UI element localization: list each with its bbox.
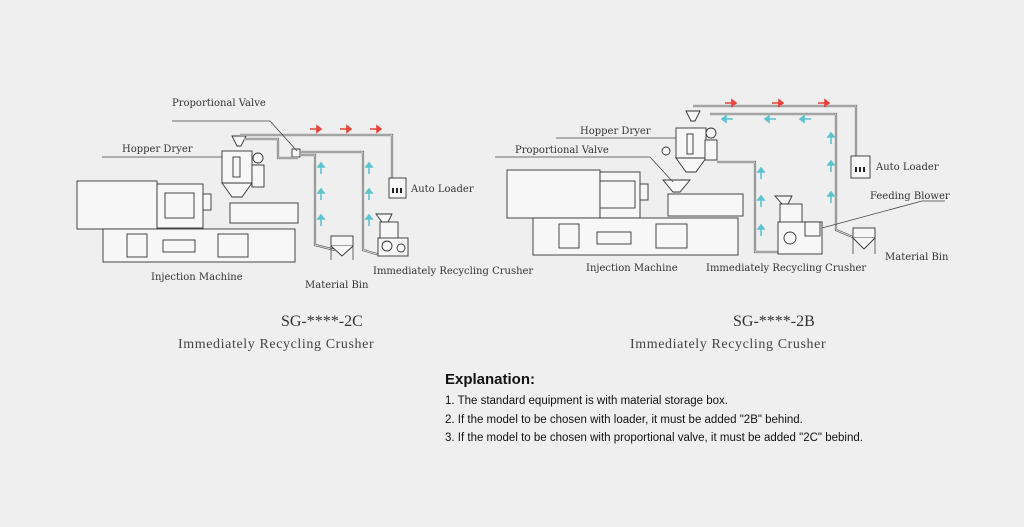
explanation-title: Explanation: bbox=[445, 371, 536, 388]
flow-arrow-icon bbox=[799, 115, 812, 123]
material-bin bbox=[852, 227, 876, 254]
flow-arrow-icon bbox=[309, 125, 322, 133]
subtitle-left: Immediately Recycling Crusher bbox=[178, 337, 375, 352]
label-proportional-valve: Proportional Valve bbox=[515, 145, 609, 156]
model-right: SG-****-2B bbox=[733, 313, 815, 330]
explanation: Explanation: 1. The standard equipment i… bbox=[445, 371, 863, 448]
flow-arrow-icon bbox=[757, 224, 765, 237]
label-proportional-valve: Proportional Valve bbox=[172, 98, 266, 109]
flow-arrow-icon bbox=[365, 188, 373, 201]
label-hopper-dryer: Hopper Dryer bbox=[580, 126, 651, 137]
feeding-blower bbox=[804, 221, 821, 237]
subtitle-right: Immediately Recycling Crusher bbox=[630, 337, 827, 352]
flow-arrow-icon bbox=[317, 214, 325, 227]
label-hopper-dryer: Hopper Dryer bbox=[122, 144, 193, 155]
auto-loader bbox=[388, 177, 407, 199]
flow-arrow-icon bbox=[757, 195, 765, 208]
explanation-item: 3. If the model to be chosen with propor… bbox=[445, 432, 863, 444]
flow-arrow-icon bbox=[317, 162, 325, 175]
label-material-bin: Material Bin bbox=[305, 280, 369, 291]
flow-arrow-icon bbox=[757, 167, 765, 180]
left-diagram: Proportional Valve Hopper Dryer Auto Loa… bbox=[76, 98, 533, 291]
auto-loader bbox=[850, 155, 871, 179]
explanation-item: 2. If the model to be chosen with loader… bbox=[445, 413, 803, 426]
label-auto-loader: Auto Loader bbox=[875, 162, 939, 173]
pipes bbox=[693, 104, 858, 254]
flow-arrow-icon bbox=[365, 162, 373, 175]
flow-arrow-icon bbox=[764, 115, 777, 123]
label-auto-loader: Auto Loader bbox=[410, 184, 474, 195]
recycling-crusher bbox=[375, 213, 409, 257]
label-material-bin: Material Bin bbox=[885, 252, 949, 263]
explanation-item: 1. The standard equipment is with materi… bbox=[445, 395, 728, 407]
flow-arrow-icon bbox=[365, 214, 373, 227]
flow-arrow-icon bbox=[827, 132, 835, 145]
flow-arrow-icon bbox=[721, 115, 734, 123]
injection-machine bbox=[76, 180, 299, 263]
recycling-crusher bbox=[774, 195, 823, 255]
model-left: SG-****-2C bbox=[281, 313, 363, 330]
flow-arrow-icon bbox=[827, 160, 835, 173]
proportional-valve bbox=[662, 179, 691, 193]
flow-arrow-icon bbox=[317, 188, 325, 201]
hopper-dryer bbox=[661, 110, 718, 193]
hopper-dryer bbox=[221, 135, 265, 198]
flow-arrow-icon bbox=[369, 125, 382, 133]
injection-machine bbox=[506, 169, 744, 256]
right-diagram: Hopper Dryer Proportional Valve Auto Loa… bbox=[495, 99, 950, 274]
label-feeding-blower: Feeding Blower bbox=[870, 191, 950, 202]
flow-arrow-icon bbox=[827, 191, 835, 204]
material-bin bbox=[330, 235, 354, 260]
flow-arrow-icon bbox=[339, 125, 352, 133]
pipes bbox=[240, 133, 394, 257]
label-injection-machine: Injection Machine bbox=[586, 263, 678, 274]
label-crusher: Immediately Recycling Crusher bbox=[706, 263, 866, 274]
label-crusher: Immediately Recycling Crusher bbox=[373, 266, 533, 277]
label-injection-machine: Injection Machine bbox=[151, 272, 243, 283]
